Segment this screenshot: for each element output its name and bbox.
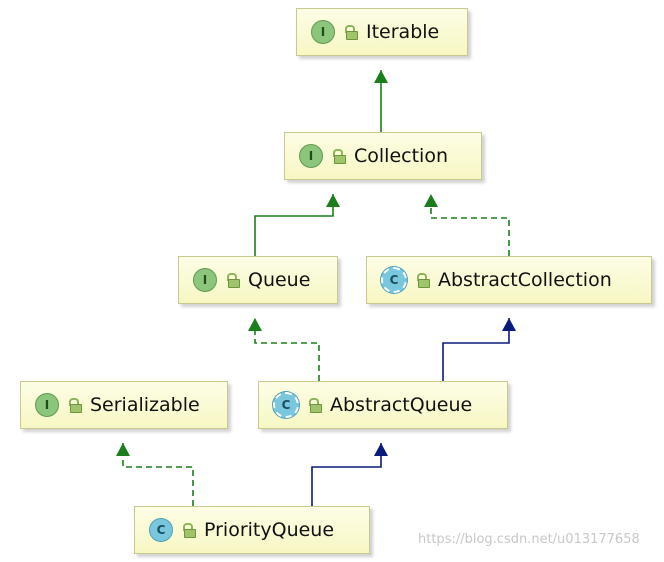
abstract-class-icon: C (273, 392, 299, 418)
node-label: Iterable (366, 21, 440, 43)
lock-icon (226, 273, 240, 288)
abstract-class-icon: C (381, 267, 407, 293)
node-label: Collection (354, 145, 448, 167)
node-queue[interactable]: I Queue (178, 256, 338, 304)
lock-icon (68, 398, 82, 413)
lock-icon (308, 398, 322, 413)
lock-icon (182, 523, 196, 538)
edge-queue-collection (254, 194, 340, 256)
arrowhead (374, 70, 388, 83)
node-abstract-queue[interactable]: C AbstractQueue (258, 381, 508, 429)
interface-icon: I (193, 268, 217, 292)
edge-collection-iterable (374, 70, 388, 132)
node-label: AbstractCollection (438, 269, 612, 291)
node-priority-queue[interactable]: C PriorityQueue (134, 506, 370, 554)
node-label: Queue (248, 269, 311, 291)
interface-icon: I (311, 20, 335, 44)
class-icon: C (149, 518, 173, 542)
node-serializable[interactable]: I Serializable (20, 381, 228, 429)
lock-icon (416, 273, 430, 288)
edge-abstract_collection-collection (424, 194, 510, 256)
node-label: PriorityQueue (204, 519, 335, 541)
node-abstract-collection[interactable]: C AbstractCollection (366, 256, 652, 304)
interface-icon: I (299, 144, 323, 168)
edge-priority_queue-abstract_queue (311, 443, 388, 506)
arrowhead (374, 443, 388, 456)
lock-icon (344, 25, 358, 40)
lock-icon (332, 149, 346, 164)
edge-abstract_queue-queue (248, 318, 320, 381)
node-label: Serializable (90, 394, 200, 416)
watermark: https://blog.csdn.net/u013177658 (418, 532, 640, 547)
node-collection[interactable]: I Collection (284, 132, 482, 180)
arrowhead (326, 194, 340, 207)
arrowhead (116, 443, 130, 456)
edge-priority_queue-serializable (116, 443, 194, 506)
edge-abstract_queue-abstract_collection (442, 318, 516, 381)
arrowhead (502, 318, 516, 331)
arrowhead (424, 194, 438, 207)
node-label: AbstractQueue (330, 394, 473, 416)
interface-icon: I (35, 393, 59, 417)
node-iterable[interactable]: I Iterable (296, 8, 468, 56)
arrowhead (248, 318, 262, 331)
